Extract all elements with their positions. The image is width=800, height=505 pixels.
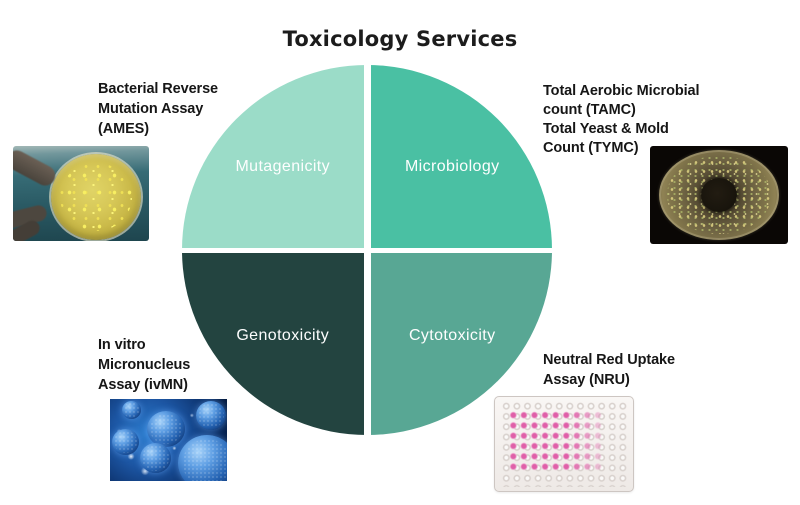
label-line: Mutation Assay <box>98 101 204 117</box>
label-line: Neutral Red Uptake <box>543 352 675 368</box>
tamc-photo <box>650 146 788 244</box>
label-line: Total Aerobic Microbial <box>543 83 700 99</box>
quadrant-microbiology-label: Microbiology <box>404 158 500 176</box>
label-line: Total Yeast & Mold <box>543 121 669 137</box>
hand-silhouette-icon <box>13 146 59 190</box>
quadrant-cytotoxicity-label: Cytotoxicity <box>408 326 496 344</box>
ames-photo <box>13 146 149 241</box>
ivmn-photo <box>110 399 227 481</box>
quadrant-microbiology: Microbiology <box>370 65 552 248</box>
agar-plate-icon <box>51 154 141 240</box>
label-line: Assay (NRU) <box>543 372 630 388</box>
cell-icon <box>122 401 141 419</box>
cell-icon <box>140 443 171 473</box>
quadrant-genotoxicity-label: Genotoxicity <box>236 326 330 344</box>
label-line: Count (TYMC) <box>543 140 639 156</box>
nru-photo <box>494 396 634 492</box>
label-line: In vitro <box>98 337 146 353</box>
cell-icon <box>178 435 227 481</box>
label-line: Micronucleus <box>98 357 191 373</box>
cell-icon <box>112 429 139 455</box>
label-nru-assay: Neutral Red Uptake Assay (NRU) <box>543 350 675 390</box>
label-line: (AMES) <box>98 121 149 137</box>
cell-icon <box>147 411 185 447</box>
label-ames-assay: Bacterial Reverse Mutation Assay (AMES) <box>98 79 218 139</box>
label-tamc-tymc: Total Aerobic Microbial count (TAMC) Tot… <box>543 82 700 158</box>
quadrant-mutagenicity-label: Mutagenicity <box>235 158 331 176</box>
label-line: Assay (ivMN) <box>98 377 188 393</box>
neutral-red-wells-icon <box>508 410 605 473</box>
services-wheel: Mutagenicity Microbiology Genotoxicity C… <box>182 65 552 435</box>
dish-center-icon <box>701 178 737 212</box>
page-title: Toxicology Services <box>282 27 518 51</box>
cell-icon <box>196 401 226 430</box>
bacterial-colonies-icon <box>60 162 132 232</box>
petri-dish-icon <box>659 150 779 240</box>
label-ivmn-assay: In vitro Micronucleus Assay (ivMN) <box>98 335 190 395</box>
label-line: Bacterial Reverse <box>98 81 219 97</box>
label-line: count (TAMC) <box>543 102 636 118</box>
